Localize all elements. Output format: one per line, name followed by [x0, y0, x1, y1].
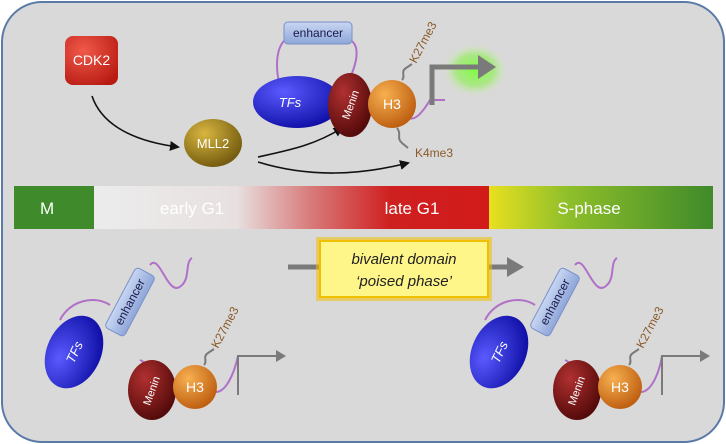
phase-late-g1-label: late G1: [385, 199, 440, 218]
mll2-label: MLL2: [197, 136, 230, 151]
h3-top-label: H3: [383, 96, 401, 112]
mll2-node: MLL2: [184, 119, 242, 167]
enhancer-top: enhancer: [283, 21, 353, 45]
k4me3-tail: [396, 127, 409, 149]
complex-bottom-left: enhancer TFs Menin H3 K27me3: [44, 257, 286, 420]
complex-bottom-right: enhancer TFs Menin H3 K27me3: [469, 257, 710, 420]
cdk2-label: CDK2: [73, 52, 111, 68]
cell-cycle-bar: M early G1 late G1 S-phase: [14, 186, 713, 229]
k27me3-tail-bottom-left: [203, 348, 215, 366]
transcription-arrow-top: [429, 64, 480, 105]
tfs-top: TFs: [253, 76, 341, 128]
dna-strand-bottom-left: [59, 257, 262, 393]
phase-s-label: S-phase: [557, 199, 620, 218]
transcription-arrowhead-bottom-left: [276, 350, 286, 362]
menin-top: Menin: [328, 73, 372, 137]
poised-arrowhead: [507, 257, 524, 277]
tfs-bottom-left: TFs: [44, 315, 104, 389]
transcription-arrow-bottom-right: [661, 355, 702, 395]
dna-strand-bottom-right: [484, 257, 685, 393]
transcription-arrow-bottom-left: [237, 355, 278, 395]
tfs-top-label: TFs: [279, 95, 302, 110]
h3-bottom-left: H3: [173, 365, 217, 409]
bivalent-callout: bivalent domain ‘poised phase’: [316, 237, 492, 301]
activation-glow: [443, 44, 507, 96]
phase-m-label: M: [40, 199, 54, 218]
arrow-mll2-to-k4me3: [257, 160, 410, 174]
h3-bottom-right-label: H3: [611, 379, 629, 395]
arrow-mll2-to-menin: [257, 126, 344, 158]
k27me3-tail-top: [401, 63, 413, 81]
arrow-cdk2-to-mll2: [91, 95, 180, 151]
enhancer-bottom-left: enhancer: [105, 267, 155, 337]
transcription-arrowhead-top: [478, 55, 496, 79]
phase-s-segment: [489, 186, 713, 229]
k27me3-tail-bottom-right: [628, 348, 640, 366]
menin-bottom-right: Menin: [553, 360, 601, 420]
phase-g1-segment: [94, 186, 489, 229]
enhancer-top-label: enhancer: [293, 26, 343, 40]
phase-early-g1-label: early G1: [160, 199, 224, 218]
h3-top: H3: [368, 80, 416, 128]
h3-bottom-left-label: H3: [186, 379, 204, 395]
k4me3-label: K4me3: [415, 146, 453, 160]
callout-line-1: bivalent domain: [351, 251, 456, 268]
h3-bottom-right: H3: [598, 365, 642, 409]
phase-m-segment: [14, 186, 94, 229]
callout-line-2: ‘poised phase’: [356, 273, 453, 290]
cdk2-node: CDK2: [65, 36, 118, 85]
transcription-arrowhead-bottom-right: [700, 350, 710, 362]
menin-bottom-left: Menin: [128, 360, 176, 420]
tfs-bottom-right: TFs: [469, 315, 529, 389]
